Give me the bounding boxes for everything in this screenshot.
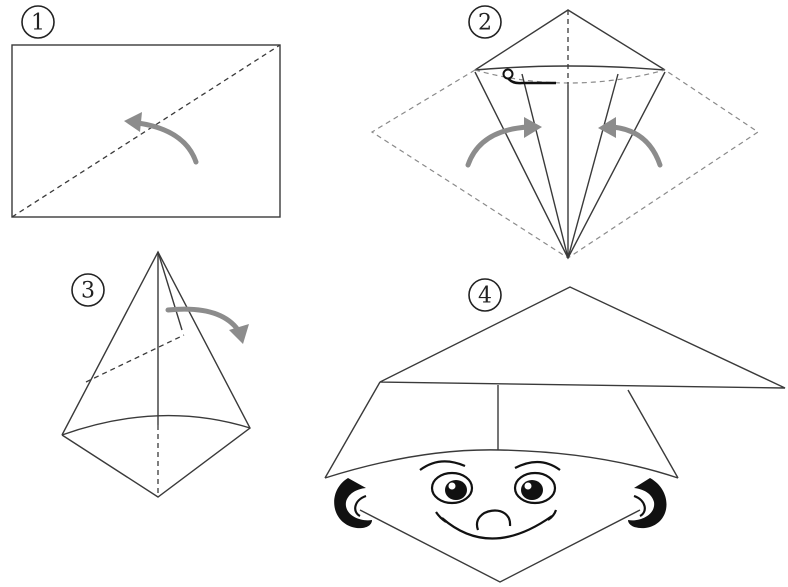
step-4-badge: 4 [469,279,501,311]
tip-fold-line [86,335,184,382]
step-1-number: 1 [31,11,45,36]
right-eye [515,473,555,503]
fold-left-arrow [468,117,542,165]
step-1-badge: 1 [22,6,54,38]
step-2-number: 2 [478,11,492,36]
left-eye [432,473,472,503]
front-fold-curve [62,416,250,435]
nose [477,511,510,530]
step-3-number: 3 [81,279,95,304]
left-flap-edge [522,74,568,258]
kite-outline [475,72,665,258]
left-mouth-corner [436,512,446,522]
right-hair-curls [628,478,667,528]
diagonal-fold-line [12,45,280,217]
step-4: 4 [325,279,785,582]
original-square-outline [372,70,758,258]
step-4-number: 4 [478,284,492,309]
right-mouth-corner [548,510,556,520]
step-3: 3 [62,252,250,497]
right-eyebrow [515,462,560,470]
step-1: 1 [12,6,280,217]
hat-top-triangle [380,287,785,388]
step-2-badge: 2 [469,6,501,38]
step-3-badge: 3 [72,274,104,306]
top-fold-curve [475,66,665,70]
left-hair-curls [334,478,372,528]
hat-right-edge [628,390,678,478]
right-flap-edge [568,74,618,258]
step-2: 2 [372,6,758,258]
top-triangle [475,10,665,70]
hat-left-edge [325,382,380,478]
fold-back-arrow [168,309,249,344]
fold-up-arrow [124,112,196,162]
hat-brim-curve [325,450,678,478]
left-eyebrow [420,461,465,470]
